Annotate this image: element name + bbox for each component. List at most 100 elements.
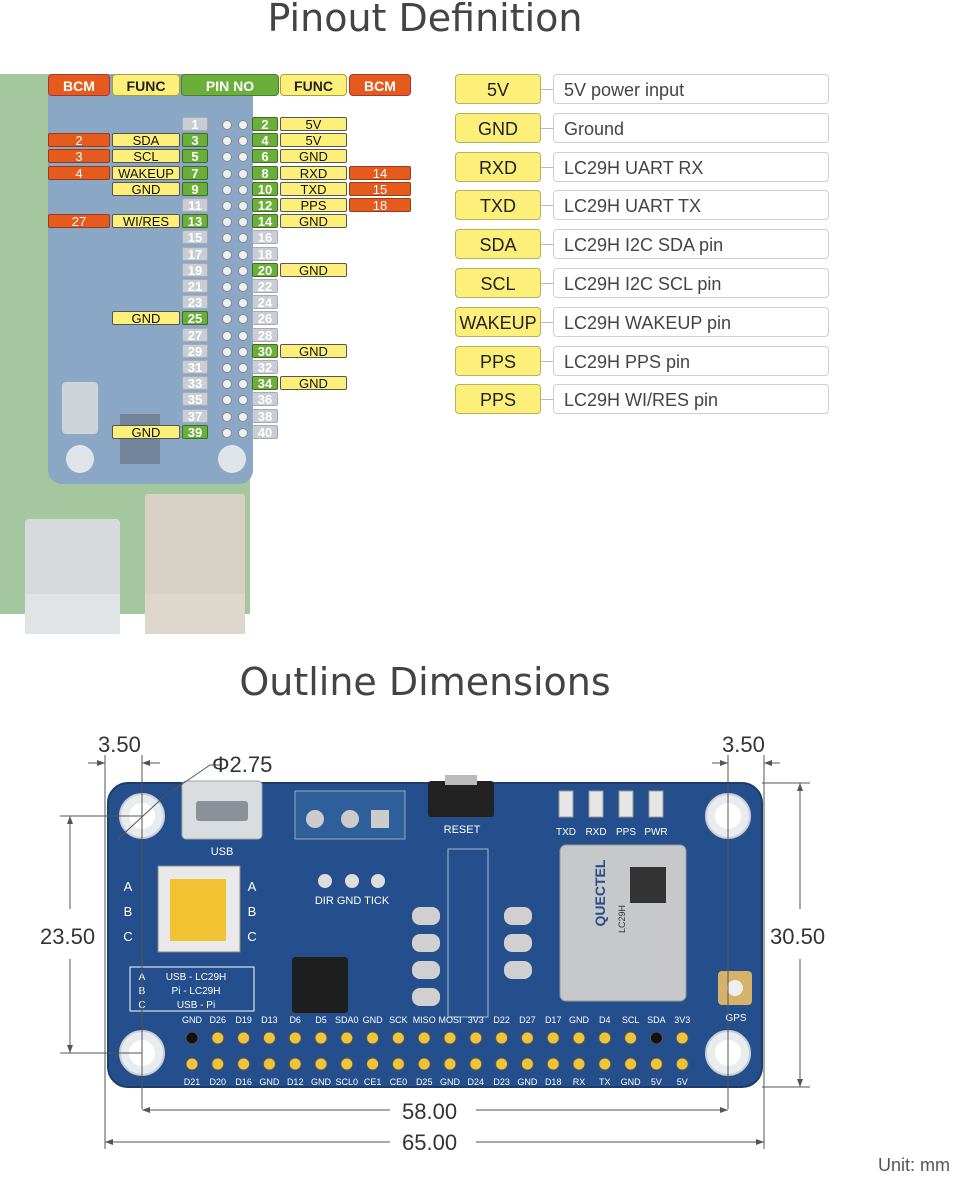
legend-connector <box>541 89 553 90</box>
func-right-8: RXD <box>280 165 347 180</box>
pin-number-18: 18 <box>252 246 278 261</box>
func-right-6: GND <box>280 149 347 164</box>
chip <box>292 957 348 1013</box>
gpio-label-top: D13 <box>261 1015 278 1025</box>
pin-dot <box>238 265 248 276</box>
legend-key: 5V <box>455 74 541 104</box>
unit-label: Unit: mm <box>878 1155 950 1175</box>
legend-connector <box>541 399 553 401</box>
gpio-label-bottom: D20 <box>210 1077 227 1087</box>
gpio-label-bottom: GND <box>311 1077 332 1087</box>
pin-number-35: 35 <box>182 392 208 407</box>
pin-dot <box>222 184 232 195</box>
func-left-39: GND <box>112 424 180 439</box>
pin-dot <box>238 136 248 147</box>
pin-number-10: 10 <box>252 181 278 196</box>
pin-dot <box>238 330 248 341</box>
gpio-label-top: D22 <box>493 1015 510 1025</box>
gpio-label-bottom: 5V <box>651 1077 662 1087</box>
pin-dot <box>222 136 232 147</box>
gpio-label-bottom: D12 <box>287 1077 304 1087</box>
gpio-label-bottom: D24 <box>468 1077 485 1087</box>
bcm-left-13: 27 <box>48 214 110 229</box>
dim-hole-spacing-vertical: 23.50 <box>40 924 96 949</box>
header-pin <box>417 1031 431 1045</box>
pin-number-36: 36 <box>252 392 278 407</box>
reset-label: RESET <box>444 824 481 836</box>
header-pin <box>340 1057 354 1071</box>
pin-number-2: 2 <box>252 117 278 132</box>
pin-dot <box>222 427 232 438</box>
header-pin <box>572 1031 586 1045</box>
switch-table-value: Pi - LC29H <box>172 986 221 997</box>
legend-key: SCL <box>455 268 541 298</box>
header-pin <box>288 1031 302 1045</box>
gpio-label-top: D5 <box>315 1015 327 1025</box>
func-right-20: GND <box>280 262 347 277</box>
pin-dot <box>238 314 248 325</box>
pin-number-28: 28 <box>252 327 278 342</box>
legend-key: RXD <box>455 151 541 182</box>
func-right-4: 5V <box>280 133 347 148</box>
pin-number-7: 7 <box>182 165 208 180</box>
gpio-label-bottom: D18 <box>545 1077 562 1087</box>
func-left-13: WI/RES <box>112 214 180 229</box>
pin-number-26: 26 <box>252 311 278 326</box>
gpio-label-top: MISO <box>413 1015 436 1025</box>
pin-number-1: 1 <box>182 117 208 132</box>
header-pin <box>495 1057 509 1071</box>
pin-dot <box>238 395 248 406</box>
pin-number-40: 40 <box>252 424 278 439</box>
header-pin-no: PIN NO <box>181 74 279 96</box>
pin-dot <box>222 298 232 309</box>
pin-number-20: 20 <box>252 262 278 277</box>
header-pin <box>520 1031 534 1045</box>
gpio-label-top: MOSI <box>438 1015 461 1025</box>
pin-dot <box>238 168 248 179</box>
switch-table <box>129 966 255 1012</box>
func-right-14: GND <box>280 214 347 229</box>
header-pin <box>211 1031 225 1045</box>
gpio-label-bottom: D21 <box>184 1077 201 1087</box>
gpio-label-bottom: 5V <box>677 1077 688 1087</box>
gpio-label-top: 3V3 <box>468 1015 484 1025</box>
header-pin <box>443 1031 457 1045</box>
header-pin <box>598 1057 612 1071</box>
gpio-label-bottom: D23 <box>493 1077 510 1087</box>
gpio-label-top: SDA0 <box>335 1015 359 1025</box>
legend-connector <box>541 321 553 323</box>
pin-dot <box>222 217 232 228</box>
legend-key: WAKEUP <box>455 306 541 337</box>
gpio-label-bottom: D16 <box>235 1077 252 1087</box>
header-func-right: FUNC <box>280 74 347 96</box>
func-right-2: 5V <box>280 117 347 132</box>
pin-number-11: 11 <box>182 198 208 213</box>
header-pin <box>262 1031 276 1045</box>
pin-number-21: 21 <box>182 279 208 294</box>
pin-dot <box>222 265 232 276</box>
switch-header-label: DIR GND TICK <box>315 895 390 907</box>
gpio-header <box>185 1031 689 1071</box>
header-bcm-left: BCM <box>48 74 110 96</box>
pin-dot <box>222 120 232 130</box>
pin-dot <box>238 201 248 211</box>
led <box>618 790 634 818</box>
header-pin <box>546 1031 560 1045</box>
func-right-34: GND <box>280 376 347 391</box>
switch-letter-left: A <box>124 879 133 894</box>
led-label: PPS <box>616 827 636 838</box>
pinout-title: Pinout Definition <box>267 0 583 40</box>
pin-number-29: 29 <box>182 343 208 358</box>
gpio-label-top: D17 <box>545 1015 562 1025</box>
led-label: PWR <box>644 827 667 838</box>
gpio-label-bottom: D25 <box>416 1077 433 1087</box>
pin-dot <box>238 363 248 373</box>
pin-dot <box>222 168 232 179</box>
header-pin <box>211 1057 225 1071</box>
gpio-label-bottom: GND <box>517 1077 538 1087</box>
dim-hole-diameter: Φ2.75 <box>212 752 273 777</box>
header-pin <box>675 1031 689 1045</box>
pin-number-39: 39 <box>182 424 208 439</box>
